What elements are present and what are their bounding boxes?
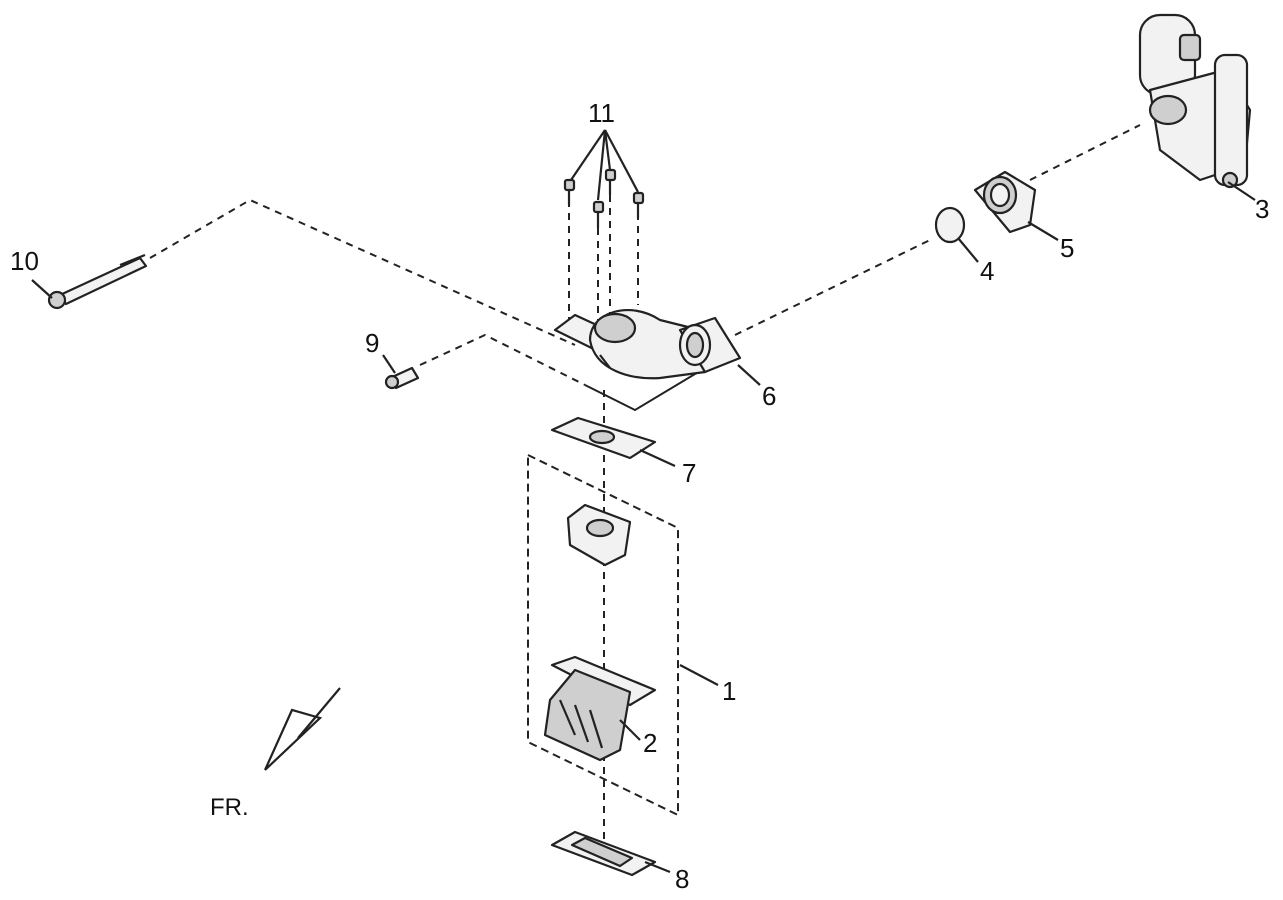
leader-5 [1027,221,1059,241]
callout-1: 1 [722,676,736,706]
leader-9 [382,354,396,374]
leader-11a [570,129,606,181]
callout-3: 3 [1255,194,1269,224]
carburetor-part-3 [1138,13,1252,189]
intake-manifold-part-6 [553,309,742,380]
gasket-part-7 [550,416,657,460]
callout-5: 5 [1060,233,1074,263]
callout-6: 6 [762,381,776,411]
leader-10 [31,279,53,299]
leader-8 [644,860,671,874]
callout-4: 4 [980,256,994,286]
insulator-part-5 [973,170,1037,234]
reed-valve-assembly-frame-part-1 [527,453,679,817]
callout-7: 7 [682,458,696,488]
assembly-guide-lines [149,124,1141,840]
front-arrow-shaft [297,687,341,739]
callout-2: 2 [643,728,657,758]
leader-4 [957,237,979,263]
screw-11b [592,200,605,228]
leader-3 [1227,181,1256,201]
front-direction-indicator: FR. [210,687,341,821]
guide-line-bolt-9 [419,333,586,386]
guide-line-insulator-carb [1029,124,1141,181]
bolt-long-part-10 [47,253,148,310]
leader-11b [596,129,607,201]
front-arrow-icon [263,708,323,771]
leader-2 [619,719,641,741]
screw-11c [604,168,617,195]
reed-valve-part-2 [543,655,657,762]
leader-6 [737,364,761,386]
screw-11a [563,178,576,205]
reed-spacer [566,503,632,567]
callout-9: 9 [365,328,379,358]
leader-7 [639,448,676,468]
front-label: FR. [210,794,249,821]
guide-line-manifold-oring [734,239,931,336]
gasket-part-8 [550,830,657,877]
leader-11d [604,129,639,193]
callout-11: 11 [588,98,615,128]
leader-1 [679,664,719,686]
callout-10: 10 [10,246,39,276]
screw-11d [632,191,645,218]
callout-labels: 1 2 3 4 5 6 7 8 9 10 11 [10,98,1269,894]
callout-leaders [31,129,1256,874]
guide-line-bolt-10 [149,198,576,346]
screws-part-11 [563,168,645,228]
o-ring-part-4 [934,206,966,244]
callout-8: 8 [675,864,689,894]
bolt-short-part-9 [384,366,420,390]
leader-11c [603,129,612,171]
